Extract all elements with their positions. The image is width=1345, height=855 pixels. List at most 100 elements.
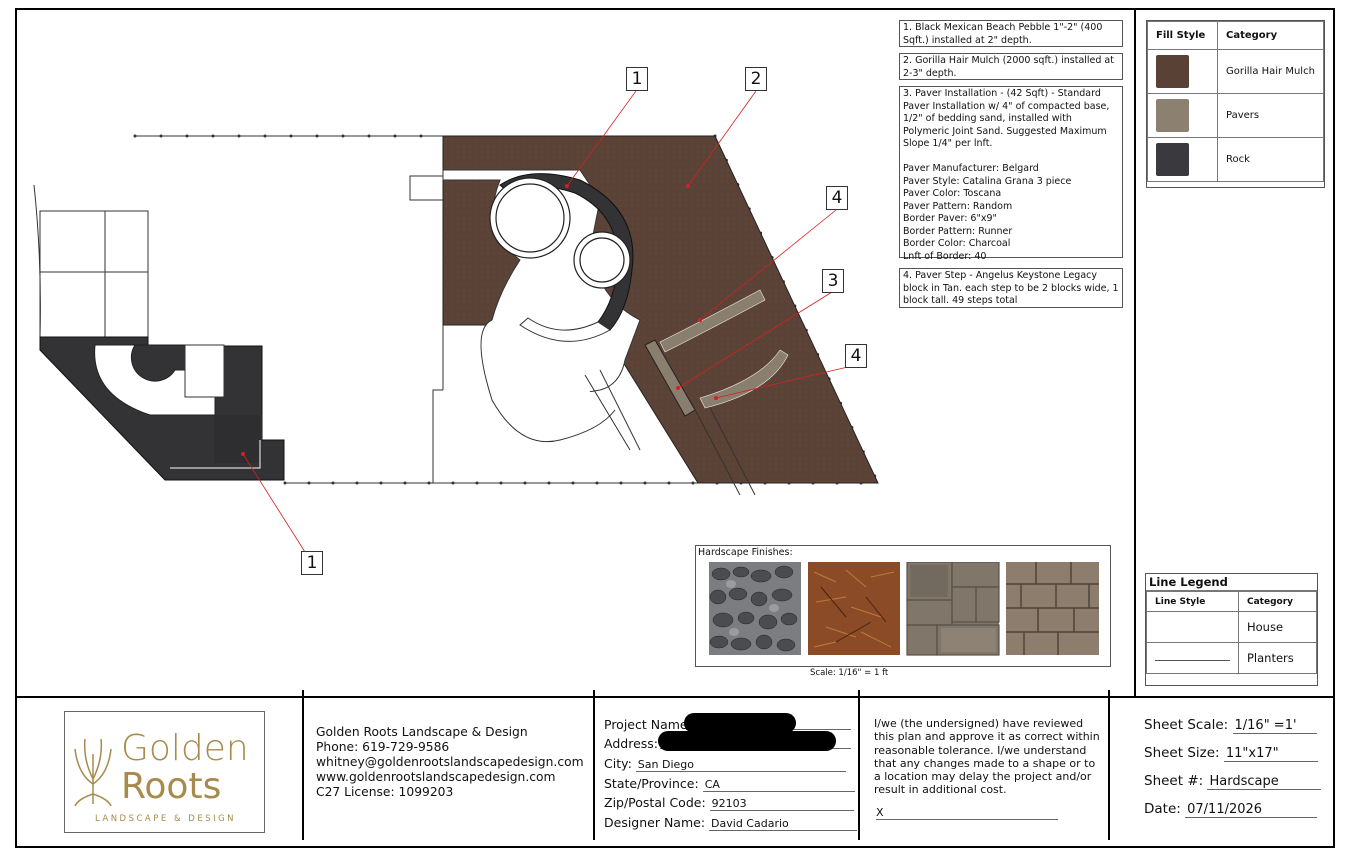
city-value: San Diego xyxy=(635,758,846,772)
callout-tag-4: 4 xyxy=(826,186,848,210)
zip-label: Zip/Postal Code: xyxy=(604,795,706,810)
line-legend-title: Line Legend xyxy=(1146,574,1317,591)
tick-dot xyxy=(185,134,189,138)
hardscape-finishes-panel: Hardscape Finishes: xyxy=(695,545,1111,667)
paver-walkway xyxy=(584,339,756,496)
line-legend-house: House xyxy=(1238,611,1317,643)
tick-dot xyxy=(427,481,431,485)
company-website[interactable]: www.goldenrootslandscapedesign.com xyxy=(316,770,556,784)
sheet-size-row: Sheet Size: 11"x17" xyxy=(1144,745,1318,762)
tb-divider-3 xyxy=(858,690,860,840)
swatch-rock xyxy=(1156,143,1189,176)
callout-tag-1b: 1 xyxy=(301,551,323,575)
callout-tag-2: 2 xyxy=(745,67,767,91)
note-3: 3. Paver Installation - (42 Sqft) - Stan… xyxy=(899,86,1123,262)
sheet-number-label: Sheet #: xyxy=(1144,773,1204,789)
house-middle xyxy=(409,136,444,483)
sheet-scale-value: 1/16" =1' xyxy=(1232,718,1317,734)
paver-steps xyxy=(659,289,789,409)
company-logo: Golden Roots LANDSCAPE & DESIGN xyxy=(64,711,265,833)
tick-dot xyxy=(403,481,407,485)
finishes-scale: Scale: 1/16" = 1 ft xyxy=(810,668,889,678)
callout-dots xyxy=(241,184,718,456)
wall-block-swatch xyxy=(1006,562,1099,655)
sheet-number-row: Sheet #: Hardscape xyxy=(1144,773,1322,790)
note-4: 4. Paver Step - Angelus Keystone Legacy … xyxy=(899,268,1123,308)
planter-line-sample xyxy=(1155,659,1230,661)
note-2: 2. Gorilla Hair Mulch (2000 sqft.) insta… xyxy=(899,53,1123,80)
tick-dot xyxy=(289,134,293,138)
tb-divider-2 xyxy=(593,690,595,840)
tick-dot xyxy=(667,481,671,485)
note-1: 1. Black Mexican Beach Pebble 1"-2" (400… xyxy=(899,20,1123,47)
tick-dot xyxy=(691,481,695,485)
pebble-swatch xyxy=(709,562,801,655)
project-name-label: Project Name: xyxy=(604,717,692,732)
tick-dot xyxy=(133,134,137,138)
line-legend-planters: Planters xyxy=(1238,642,1317,674)
tick-dot xyxy=(499,481,503,485)
callout-tag-4b: 4 xyxy=(845,344,867,368)
zip-row: Zip/Postal Code: 92103 xyxy=(604,795,854,811)
tick-dot xyxy=(451,481,455,485)
rock-bed-left xyxy=(39,336,285,481)
tick-dot xyxy=(341,134,345,138)
company-email[interactable]: whitney@goldenrootslandscapedesign.com xyxy=(316,755,584,769)
planter-circles xyxy=(489,177,631,289)
date-row: Date: 07/11/2026 xyxy=(1144,801,1318,818)
designer-row: Designer Name: David Cadario xyxy=(604,815,858,831)
fill-legend-pavers: Pavers xyxy=(1217,93,1324,138)
callout-leaders xyxy=(242,90,853,553)
plan-sheet xyxy=(15,8,1335,848)
state-label: State/Province: xyxy=(604,776,699,791)
tick-dot xyxy=(547,481,551,485)
tick-dot xyxy=(283,481,287,485)
tick-dot xyxy=(595,481,599,485)
project-name-row: Project Name: xyxy=(604,717,692,732)
company-phone[interactable]: Phone: 619-729-9586 xyxy=(316,740,450,754)
tick-dot xyxy=(379,481,383,485)
sheet-scale-row: Sheet Scale: 1/16" =1' xyxy=(1144,717,1317,734)
sheet-scale-label: Sheet Scale: xyxy=(1144,717,1229,733)
sheet-size-label: Sheet Size: xyxy=(1144,745,1220,761)
finishes-title: Hardscape Finishes: xyxy=(698,547,793,558)
tick-dot xyxy=(523,481,527,485)
finish-swatches xyxy=(709,562,1099,656)
fill-legend-header-category: Category xyxy=(1217,21,1324,50)
logo-word-roots: Roots xyxy=(121,766,222,807)
signature-line[interactable]: X xyxy=(876,806,1058,820)
tick-dot xyxy=(159,134,163,138)
tick-dot xyxy=(331,481,335,485)
company-license: C27 License: 1099203 xyxy=(316,785,454,799)
city-label: City: xyxy=(604,756,632,771)
designer-label: Designer Name: xyxy=(604,815,706,830)
address-label: Address: xyxy=(604,736,658,751)
paver-swatch xyxy=(906,562,1000,656)
date-value: 07/11/2026 xyxy=(1185,802,1318,818)
date-label: Date: xyxy=(1144,801,1181,817)
line-legend-header-style: Line Style xyxy=(1146,591,1239,612)
tick-dot xyxy=(263,134,267,138)
tick-dot xyxy=(475,481,479,485)
tick-dot xyxy=(355,481,359,485)
company-info: Golden Roots Landscape & Design Phone: 6… xyxy=(316,725,584,800)
fill-legend-header-style: Fill Style xyxy=(1147,21,1218,50)
tick-dot xyxy=(315,134,319,138)
tick-dot xyxy=(619,481,623,485)
callout-tag-1: 1 xyxy=(626,67,648,91)
signature-mark: X xyxy=(876,806,884,819)
project-name-redaction xyxy=(684,713,796,733)
sheet-number-value: Hardscape xyxy=(1207,774,1322,790)
fill-legend-mulch: Gorilla Hair Mulch xyxy=(1217,49,1324,94)
address-row: Address: xyxy=(604,736,658,751)
fill-legend-rock: Rock xyxy=(1217,137,1324,182)
tick-dot xyxy=(643,481,647,485)
line-legend-header-category: Category xyxy=(1238,591,1317,612)
state-row: State/Province: CA xyxy=(604,776,855,792)
swatch-mulch xyxy=(1156,55,1189,88)
company-name: Golden Roots Landscape & Design xyxy=(316,725,528,739)
tb-divider-1 xyxy=(302,690,304,840)
